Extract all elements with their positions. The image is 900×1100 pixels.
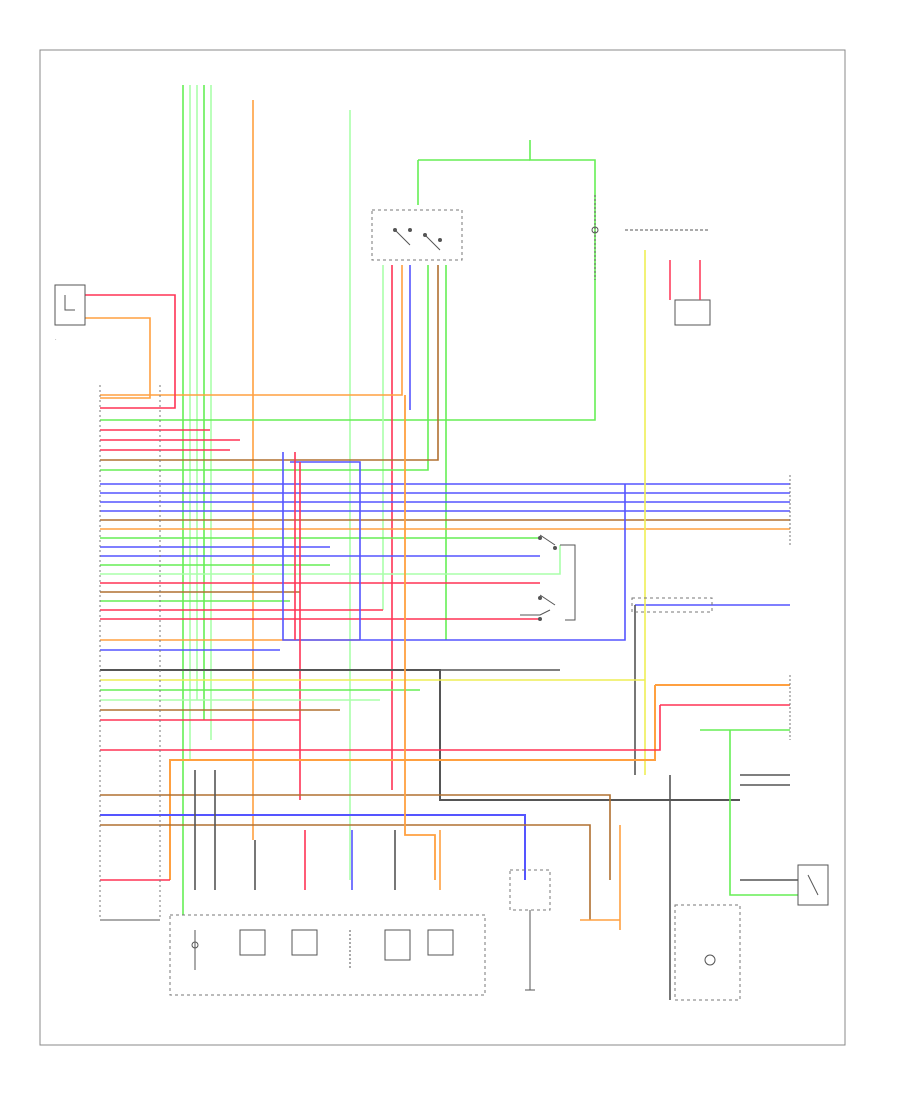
wire-blue-loop-2 (290, 461, 361, 640)
wire-orange-down (169, 685, 656, 880)
throttle-position-sensor (797, 864, 829, 906)
revolution-sensor (674, 904, 741, 1001)
wire-green-main (100, 140, 596, 421)
solenoid-a (239, 929, 266, 956)
vehicle-speed-sensor (631, 597, 713, 613)
wire-inh-orange (100, 265, 403, 396)
wire-blue-low (100, 814, 526, 880)
wire-gray-bus (100, 669, 740, 801)
wires-group (85, 85, 800, 1000)
speed-switch (509, 869, 551, 991)
left-sensor: . (54, 284, 86, 342)
solenoid-b (291, 929, 318, 956)
inhibitor-switch (371, 209, 463, 261)
wire-brown-low (100, 794, 611, 880)
diagram-frame (39, 49, 846, 1046)
wire-inh-green (100, 265, 429, 471)
svg-text:.: . (55, 336, 57, 342)
wire-brown-low-2 (100, 824, 591, 920)
top-relay (591, 195, 711, 326)
solenoid-housing (169, 914, 486, 996)
wire-sensor-red (85, 294, 176, 409)
lockup-solenoid (384, 929, 411, 961)
overdrive-switch (538, 534, 576, 621)
wire-lgreen-s2 (100, 545, 561, 575)
transmission-control-module (99, 385, 161, 920)
wire-green-throttle (729, 730, 800, 896)
wire-sensor-orange (85, 317, 151, 399)
kickdown-switch (520, 609, 551, 621)
line-pressure-solenoid (427, 929, 454, 956)
wire-blue-loop-1 (282, 452, 626, 641)
wire-red-right-down (100, 705, 661, 751)
wire-inh-brown (100, 265, 439, 461)
wire-orange-long (404, 395, 436, 880)
